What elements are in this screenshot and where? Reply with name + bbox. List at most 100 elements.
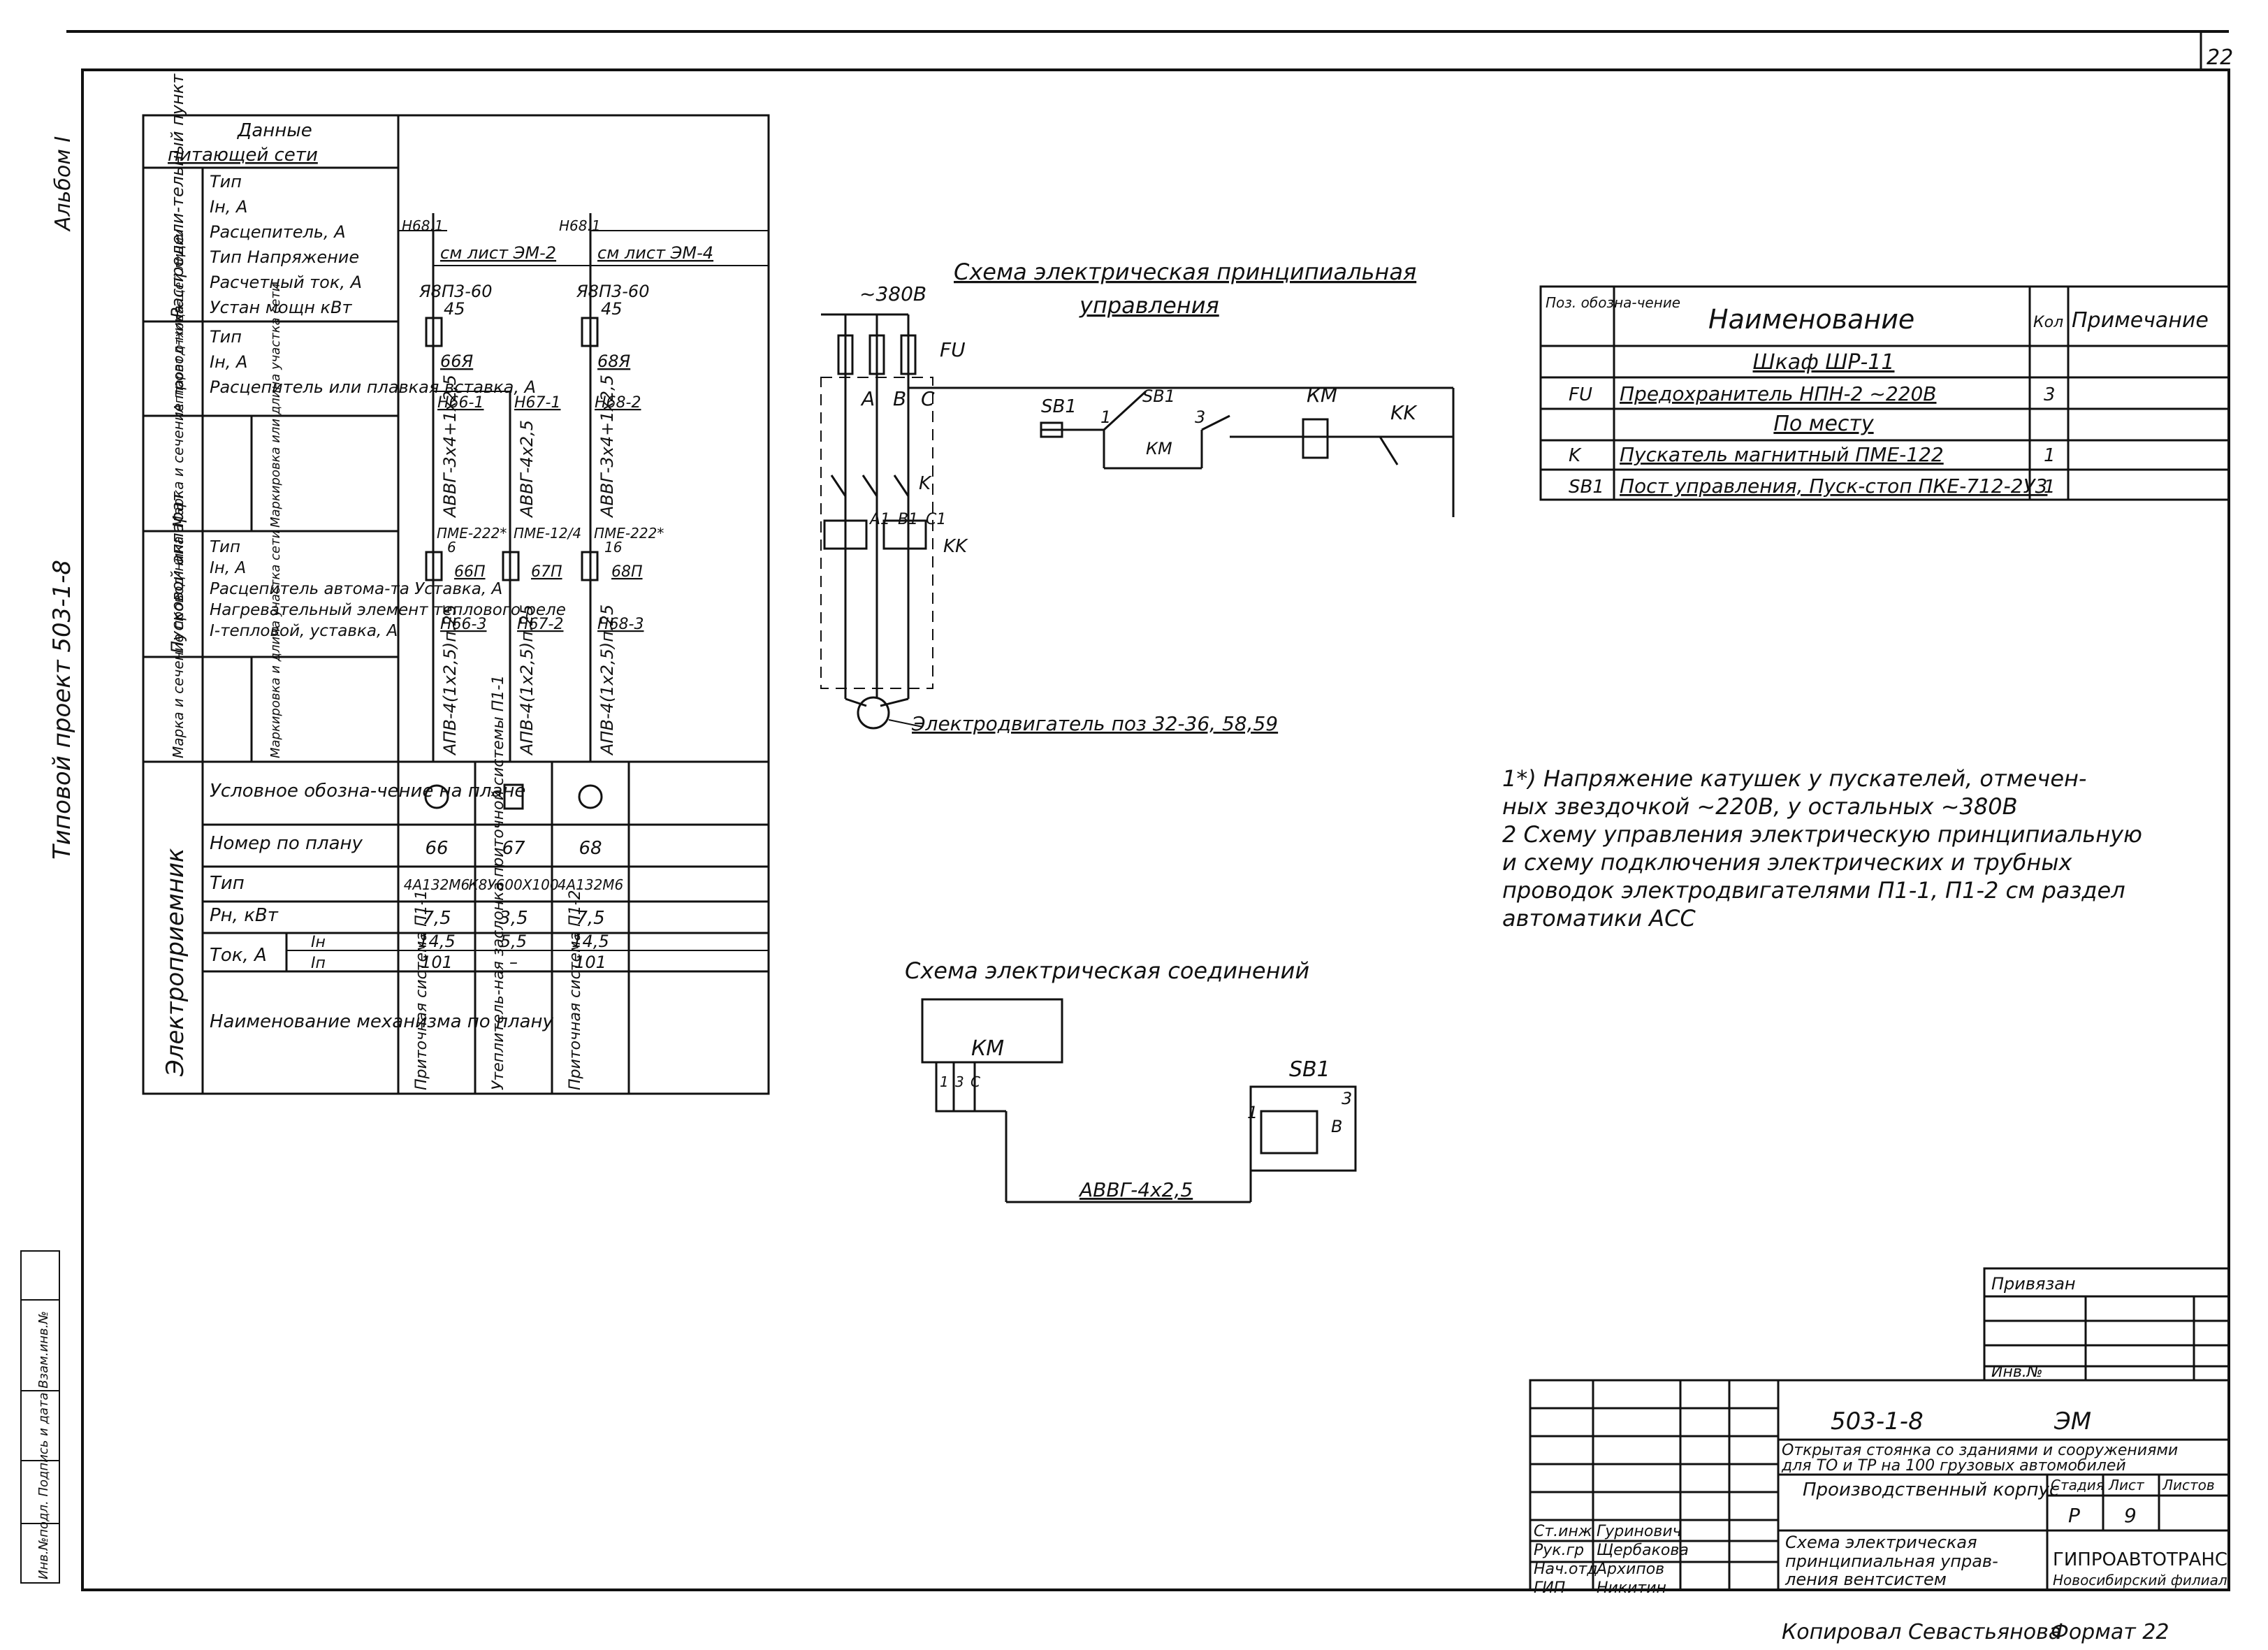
feeder-plan-no: 66 bbox=[425, 838, 448, 859]
feeder-name: Приточная система П1-2 bbox=[567, 890, 584, 1090]
group-conductor-1-right: Маркировка или длина участка сети bbox=[268, 283, 283, 528]
feeder-motor-cable-tag: Н66-3 bbox=[440, 616, 486, 633]
group-starter: Пусковой аппарат bbox=[168, 491, 187, 653]
starter-row-label: Тип bbox=[210, 538, 240, 556]
distribution-row-label: Расчетный ток, А bbox=[210, 273, 362, 292]
distribution-row-label: Iн, А bbox=[210, 197, 247, 217]
feeder-starter-sub: 6 bbox=[447, 539, 456, 556]
signer-name: Архипов bbox=[1595, 1561, 1664, 1578]
feeder-cable-tag: Н66-1 bbox=[437, 394, 484, 412]
feeder-plan-no: 67 bbox=[502, 838, 525, 859]
feeder-i-nom: 14,5 bbox=[572, 932, 609, 951]
drawing-line-1: Схема электрическая bbox=[1785, 1533, 1977, 1552]
plan-symbol-circle bbox=[424, 784, 449, 809]
note-line: проводок электродвигателями П1-1, П1-2 с… bbox=[1502, 877, 2125, 904]
coil-label: A1 bbox=[868, 511, 890, 528]
sheet-number: 22 bbox=[2207, 45, 2233, 70]
notes: 1*) Напряжение катушек у пускателей, отм… bbox=[1502, 765, 2142, 932]
contactor-label: K bbox=[919, 473, 932, 494]
linked-label: Привязан bbox=[1991, 1274, 2076, 1294]
phase-label: A bbox=[860, 387, 875, 410]
feeder-motor-cable: АПВ-4(1х2,5)п.25 bbox=[597, 605, 617, 756]
feeder-fuse-tag: 66Я bbox=[440, 352, 474, 371]
note-line: автоматики АСС bbox=[1502, 905, 1696, 932]
feeder-breaker: Я8П3-60 bbox=[576, 282, 649, 301]
format-label: Формат 22 bbox=[2051, 1620, 2169, 1644]
signer-role: Ст.инж bbox=[1534, 1523, 1592, 1540]
feeder-columns: Н68.1см лист ЭМ-2Я8П3-604566ЯН66-1АВВГ-3… bbox=[402, 217, 713, 1090]
spec-name: Пост управления, Пуск-стоп ПКЕ-712-2У3 bbox=[1620, 475, 2047, 498]
kk-contact-label: KK bbox=[1390, 401, 1418, 424]
distribution-row-label: Устан мощн кВт bbox=[210, 298, 353, 317]
feeder-i-nom: 5,5 bbox=[500, 932, 527, 951]
wiring-title: Схема электрическая соединений bbox=[905, 957, 1309, 984]
supply-title-1: Данные bbox=[237, 120, 312, 141]
feeder-starter-tag: 66П bbox=[454, 563, 486, 581]
feeder-breaker-rating: 45 bbox=[601, 299, 623, 319]
sheets-header: Листов bbox=[2162, 1477, 2215, 1493]
title-block-frame bbox=[1529, 1379, 2230, 1591]
km-terminal: 1 bbox=[940, 1073, 949, 1090]
feeder-starter-tag: 68П bbox=[611, 563, 643, 581]
feeder-net-tag: Н68.1 bbox=[402, 217, 444, 234]
spec-header-note: Примечание bbox=[2072, 308, 2209, 333]
feeder-breaker: Я8П3-60 bbox=[419, 282, 492, 301]
phase-label: C bbox=[921, 387, 935, 410]
starter-row-label: Нагревательный элемент теплового реле bbox=[210, 601, 566, 619]
feeder-sheet-ref: см лист ЭМ-2 bbox=[440, 243, 556, 263]
plan-symbol-circle bbox=[578, 784, 603, 809]
album-label: Альбом I bbox=[51, 136, 75, 232]
sb1-terminal: 3 bbox=[1342, 1089, 1352, 1108]
receiver-row-label: Рн, кВт bbox=[210, 905, 279, 926]
spec-name: Пускатель магнитный ПМЕ-122 bbox=[1620, 443, 1944, 466]
sb1-start-label: SB1 bbox=[1142, 386, 1175, 406]
motor-label: Электродвигатель поз 32-36, 58,59 bbox=[911, 712, 1278, 735]
inv-label: Инв.№ bbox=[1991, 1363, 2043, 1381]
spec-header-pos: Поз. обозна-чение bbox=[1546, 294, 1680, 311]
feeder-sheet-ref: см лист ЭМ-4 bbox=[597, 243, 713, 263]
feeder-power: 7,5 bbox=[422, 908, 451, 929]
spec-table-frame bbox=[1539, 285, 2230, 501]
feeder-breaker-rating: 45 bbox=[444, 299, 465, 319]
sheet-header: Лист bbox=[2108, 1477, 2145, 1493]
signer-name: Никитин bbox=[1597, 1579, 1666, 1597]
spec-header-name: Наименование bbox=[1708, 304, 1914, 335]
plan-symbol-square bbox=[503, 783, 524, 810]
wiring-sb1: SB1 bbox=[1289, 1057, 1330, 1082]
signer-role: Рук.гр bbox=[1534, 1542, 1584, 1559]
feeder-cable-tag: Н67-1 bbox=[514, 394, 560, 412]
feeder-motor-cable: АПВ-4(1х2,5)п.25 bbox=[517, 605, 537, 756]
note-line: ных звездочкой ~220В, у остальных ~380В bbox=[1502, 793, 2018, 820]
feeder-cable: АВВГ-3х4+1х2,5 bbox=[440, 375, 460, 519]
spec-name: По месту bbox=[1773, 412, 1875, 436]
group-outgoing: Аппарат отходя-щей линии bbox=[172, 229, 187, 413]
starter-row-label: Iн, А bbox=[210, 559, 246, 577]
feeder-cable: АВВГ-3х4+1х2,5 bbox=[597, 375, 617, 519]
feeder-net-tag: Н68.1 bbox=[559, 217, 601, 234]
sb1-terminals: 13В bbox=[1247, 1089, 1352, 1136]
supply-title-2: питающей сети bbox=[168, 145, 318, 166]
feeder-i-start: 101 bbox=[421, 953, 453, 972]
receiver-row-label: Условное обозна-чение на плане bbox=[210, 781, 525, 802]
stage-header: Стадия bbox=[2051, 1477, 2105, 1493]
fuse-label: FU bbox=[940, 338, 966, 361]
receiver-row-label: Наименование механизма по плану bbox=[210, 1011, 553, 1032]
note-line: и схему подключения электрических и труб… bbox=[1502, 849, 2073, 876]
spec-name: Шкаф ШР-11 bbox=[1753, 350, 1895, 375]
spec-header-qty: Кол bbox=[2033, 314, 2063, 331]
feeder-i-start: – bbox=[509, 953, 518, 972]
spec-name: Предохранитель НПН-2 ~220В bbox=[1620, 382, 1936, 405]
supply-table-frame bbox=[142, 114, 770, 1095]
schematic-title-2: управления bbox=[1079, 292, 1219, 319]
starter-row-label: I-тепловой, уставка, А bbox=[210, 622, 398, 640]
signer-name: Щербакова bbox=[1597, 1542, 1689, 1559]
building: Производственный корпус bbox=[1803, 1479, 2059, 1500]
feeder-starter: ПМЕ-12/4 bbox=[514, 525, 581, 542]
feeder-motor-cable-tag: Н67-2 bbox=[517, 616, 563, 633]
group-conductor-2-right: Маркировка и длина участка сети bbox=[268, 530, 283, 758]
